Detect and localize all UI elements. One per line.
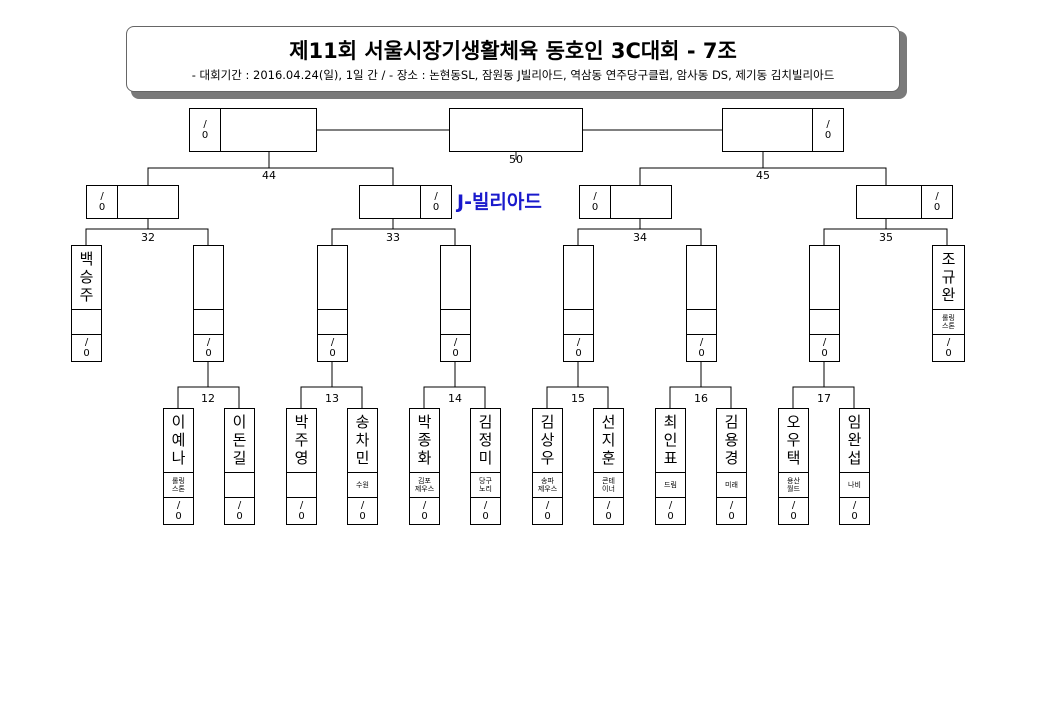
- match-number: 45: [756, 169, 770, 182]
- match-number: 14: [448, 392, 462, 405]
- winner-slot-12: /0: [193, 245, 224, 362]
- score: /0: [945, 337, 952, 359]
- winner-slot-15: /0: [563, 245, 594, 362]
- quarter-slot-33: /0: [359, 185, 452, 219]
- score: /0: [667, 500, 674, 522]
- club-name: 나비: [840, 472, 869, 498]
- match-number: 33: [386, 231, 400, 244]
- score: /0: [821, 337, 828, 359]
- score: /0: [728, 500, 735, 522]
- score: /0: [175, 500, 182, 522]
- score: /0: [190, 109, 221, 151]
- page-title: 제11회 서울시장기생활체육 동호인 3C대회 - 7조: [289, 39, 737, 63]
- score: /0: [812, 109, 843, 151]
- match-number: 16: [694, 392, 708, 405]
- quarter-slot-35: /0: [856, 185, 953, 219]
- score: /0: [298, 500, 305, 522]
- score: /0: [83, 337, 90, 359]
- score: /0: [575, 337, 582, 359]
- match-number: 35: [879, 231, 893, 244]
- score: /0: [359, 500, 366, 522]
- event-info: - 대회기간 : 2016.04.24(일), 1일 간 / - 장소 : 논현…: [191, 68, 835, 82]
- score: /0: [851, 500, 858, 522]
- score: /0: [605, 500, 612, 522]
- score: /0: [329, 337, 336, 359]
- winner-slot-16: /0: [686, 245, 717, 362]
- club-name: 수원: [348, 472, 377, 498]
- match-number: 44: [262, 169, 276, 182]
- match-number: 17: [817, 392, 831, 405]
- score: /0: [790, 500, 797, 522]
- match-number: 32: [141, 231, 155, 244]
- quarter-slot-32: /0: [86, 185, 179, 219]
- score: /0: [421, 500, 428, 522]
- quarter-slot-34: /0: [579, 185, 672, 219]
- club-name: [225, 472, 254, 498]
- score: /0: [236, 500, 243, 522]
- header-panel: 제11회 서울시장기생활체육 동호인 3C대회 - 7조 - 대회기간 : 20…: [126, 26, 900, 92]
- winner-slot-14: /0: [440, 245, 471, 362]
- score: /0: [420, 186, 451, 218]
- club-name: [287, 472, 316, 498]
- club-name: 미래: [717, 472, 746, 498]
- club-name: 드림: [656, 472, 685, 498]
- winner-slot-13: /0: [317, 245, 348, 362]
- final-winner-slot: [449, 108, 583, 152]
- winner-slot-17: /0: [809, 245, 840, 362]
- semifinal-slot-right: /0: [722, 108, 844, 152]
- match-number: 34: [633, 231, 647, 244]
- semifinal-slot-left: /0: [189, 108, 317, 152]
- score: /0: [482, 500, 489, 522]
- club-name: [72, 309, 101, 335]
- match-number: 50: [509, 153, 523, 166]
- match-number: 13: [325, 392, 339, 405]
- match-number: 12: [201, 392, 215, 405]
- score: /0: [698, 337, 705, 359]
- score: /0: [544, 500, 551, 522]
- score: /0: [205, 337, 212, 359]
- match-number: 15: [571, 392, 585, 405]
- venue-label: J-빌리아드: [457, 191, 542, 213]
- score: /0: [580, 186, 611, 218]
- score: /0: [87, 186, 118, 218]
- score: /0: [921, 186, 952, 218]
- score: /0: [452, 337, 459, 359]
